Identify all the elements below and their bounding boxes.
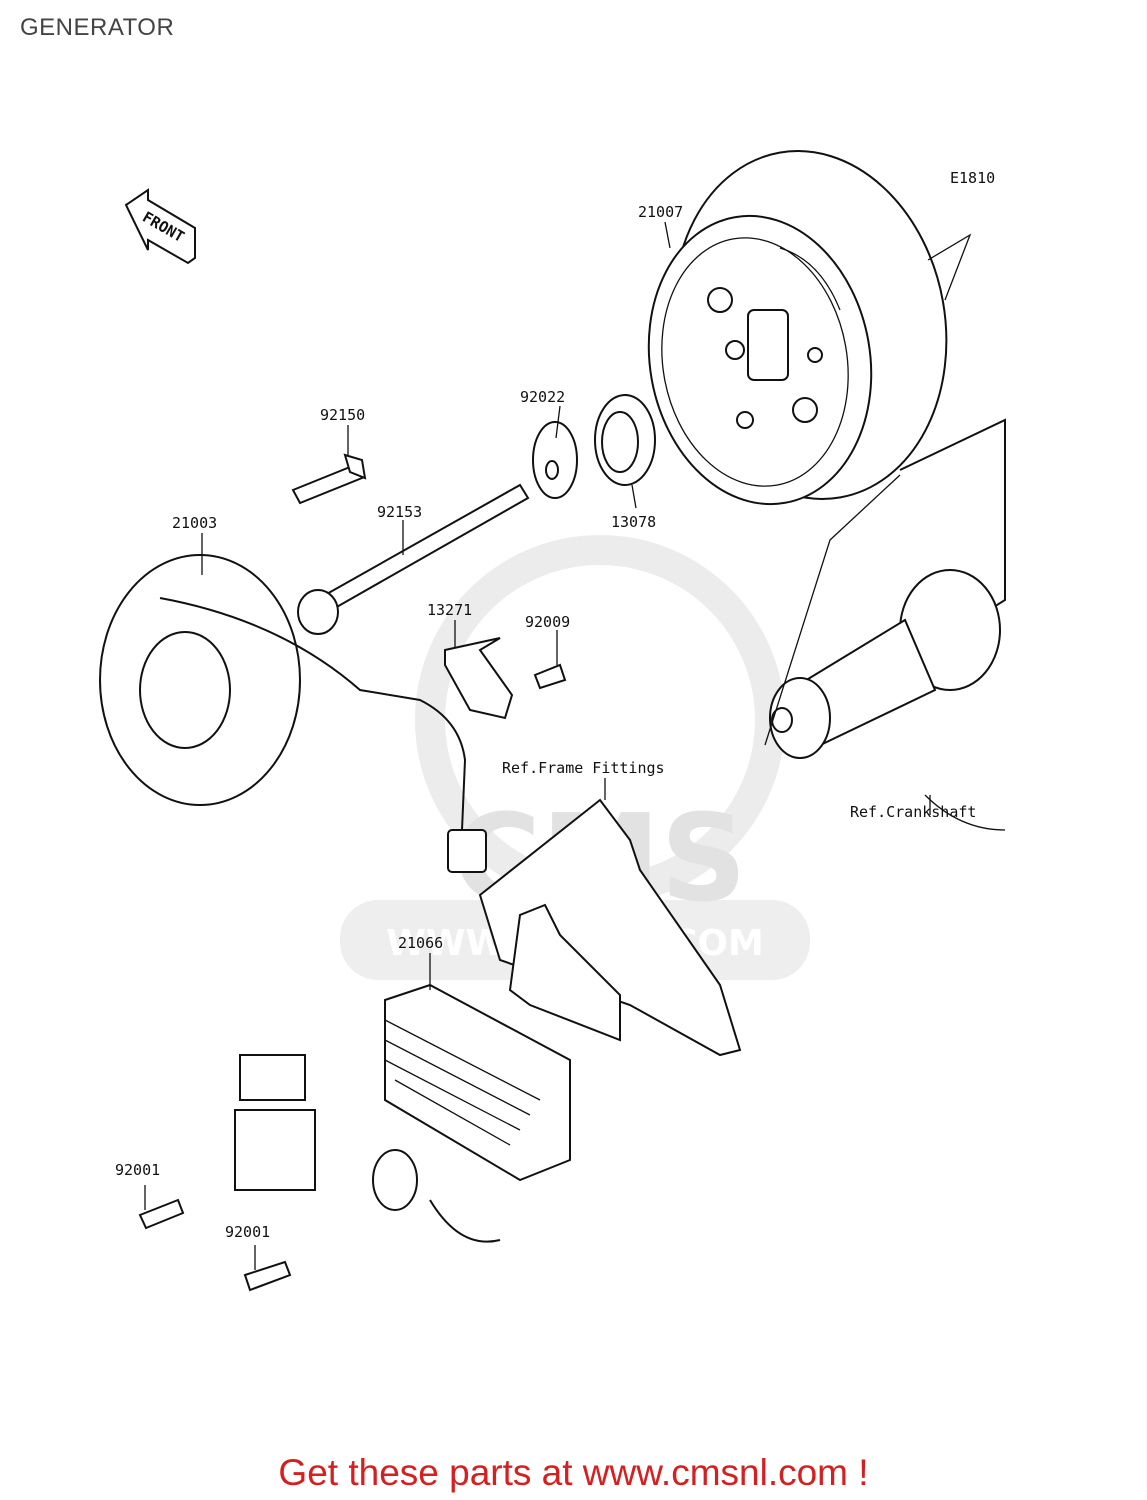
label-21003: 21003 xyxy=(172,514,217,532)
page-title: GENERATOR xyxy=(20,14,175,41)
regulator-rectifier xyxy=(234,983,571,1243)
front-arrow-icon: FRONT xyxy=(124,188,196,265)
bolt-92150 xyxy=(291,453,367,505)
label-13078: 13078 xyxy=(611,513,656,531)
stator xyxy=(99,554,487,873)
bolt-92001-left xyxy=(138,1198,185,1230)
label-ref-crankshaft: Ref.Crankshaft xyxy=(850,803,976,821)
crankshaft xyxy=(764,418,1006,831)
label-92001-bottom: 92001 xyxy=(225,1223,270,1241)
label-13271: 13271 xyxy=(427,601,472,619)
leader-lines xyxy=(144,221,931,1270)
label-ref-frame: Ref.Frame Fittings xyxy=(502,759,665,777)
frame-bracket xyxy=(478,798,742,1057)
diagram-code: E1810 xyxy=(950,169,995,187)
label-92009: 92009 xyxy=(525,613,570,631)
label-92001-left: 92001 xyxy=(115,1161,160,1179)
bolt-92001-bottom xyxy=(243,1260,292,1292)
label-92150: 92150 xyxy=(320,406,365,424)
label-21007: 21007 xyxy=(638,203,683,221)
cta-link[interactable]: Get these parts at www.cmsnl.com ! xyxy=(278,1452,869,1493)
washer-92022 xyxy=(532,421,578,499)
label-21066: 21066 xyxy=(398,934,443,952)
gear-13078 xyxy=(594,394,656,486)
label-92022: 92022 xyxy=(520,388,565,406)
flywheel-rotor xyxy=(647,150,972,506)
bolt-92153 xyxy=(297,483,530,635)
clamp-13271 xyxy=(444,637,567,720)
label-92153: 92153 xyxy=(377,503,422,521)
